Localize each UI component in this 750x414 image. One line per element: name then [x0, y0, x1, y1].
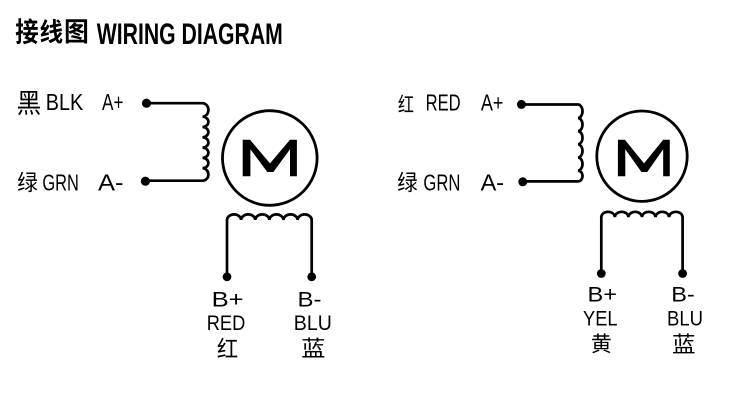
- svg-text:GRN: GRN: [423, 170, 460, 196]
- svg-text:BLU: BLU: [294, 311, 332, 335]
- svg-text:B-: B-: [298, 287, 322, 311]
- svg-text:GRN: GRN: [42, 170, 79, 196]
- svg-text:A-: A-: [98, 170, 124, 196]
- svg-text:BLU: BLU: [667, 307, 703, 331]
- svg-text:RED: RED: [426, 90, 461, 116]
- svg-text:A+: A+: [102, 89, 124, 115]
- svg-text:B+: B+: [588, 282, 618, 306]
- svg-text:B+: B+: [212, 287, 244, 311]
- svg-text:YEL: YEL: [583, 307, 618, 331]
- svg-text:BLK: BLK: [46, 89, 84, 115]
- svg-text:A-: A-: [481, 170, 505, 196]
- svg-text:WIRING DIAGRAM: WIRING DIAGRAM: [97, 18, 283, 51]
- svg-text:A+: A+: [481, 90, 504, 116]
- svg-text:RED: RED: [207, 311, 246, 335]
- svg-text:B-: B-: [671, 282, 695, 306]
